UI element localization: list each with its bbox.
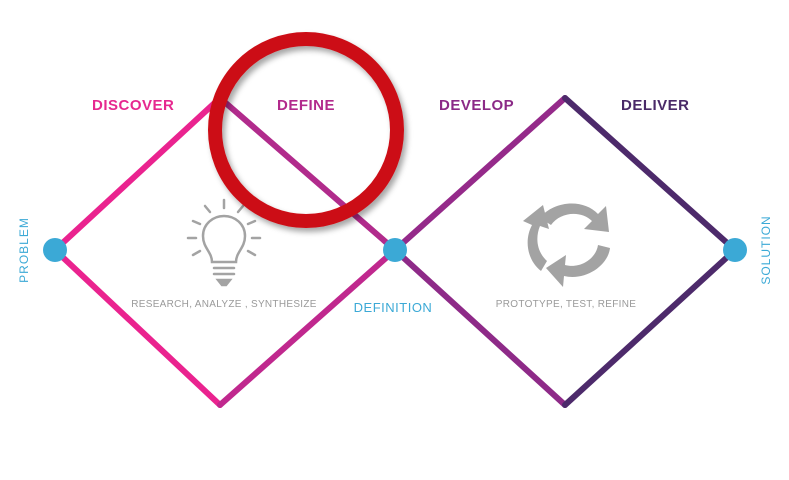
phase-label-deliver: DELIVER xyxy=(621,97,690,114)
diamond-mid-upper-edge xyxy=(217,95,398,253)
node-definition xyxy=(383,238,407,262)
phase-label-define: DEFINE xyxy=(277,97,335,114)
phase-label-discover: DISCOVER xyxy=(92,97,174,114)
diamond2-upper-right-edge xyxy=(562,95,738,253)
node-label-solution: SOLUTION xyxy=(759,215,773,284)
diamond-mid-lower-edge xyxy=(217,247,398,408)
phase-label-develop: DEVELOP xyxy=(439,97,514,114)
node-label-problem: PROBLEM xyxy=(17,217,31,283)
diamond-left-lower-edge xyxy=(52,247,223,408)
refresh-cycle-icon xyxy=(523,203,610,287)
node-label-definition: DEFINITION xyxy=(354,300,433,315)
caption-first-diamond: RESEARCH, ANALYZE , SYNTHESIZE xyxy=(131,299,317,310)
node-problem xyxy=(43,238,67,262)
diamond2-upper-left-edge xyxy=(392,95,568,253)
highlight-ring xyxy=(208,32,404,228)
lightbulb-icon xyxy=(186,198,262,287)
diamond2-lower-right-edge xyxy=(562,247,738,408)
diamond2-lower-left-edge xyxy=(392,247,568,408)
develop-deliver-diamond xyxy=(392,95,738,408)
node-solution xyxy=(723,238,747,262)
discover-define-diamond xyxy=(52,95,398,408)
diamond-left-upper-edge xyxy=(52,95,223,253)
caption-second-diamond: PROTOTYPE, TEST, REFINE xyxy=(496,299,636,310)
